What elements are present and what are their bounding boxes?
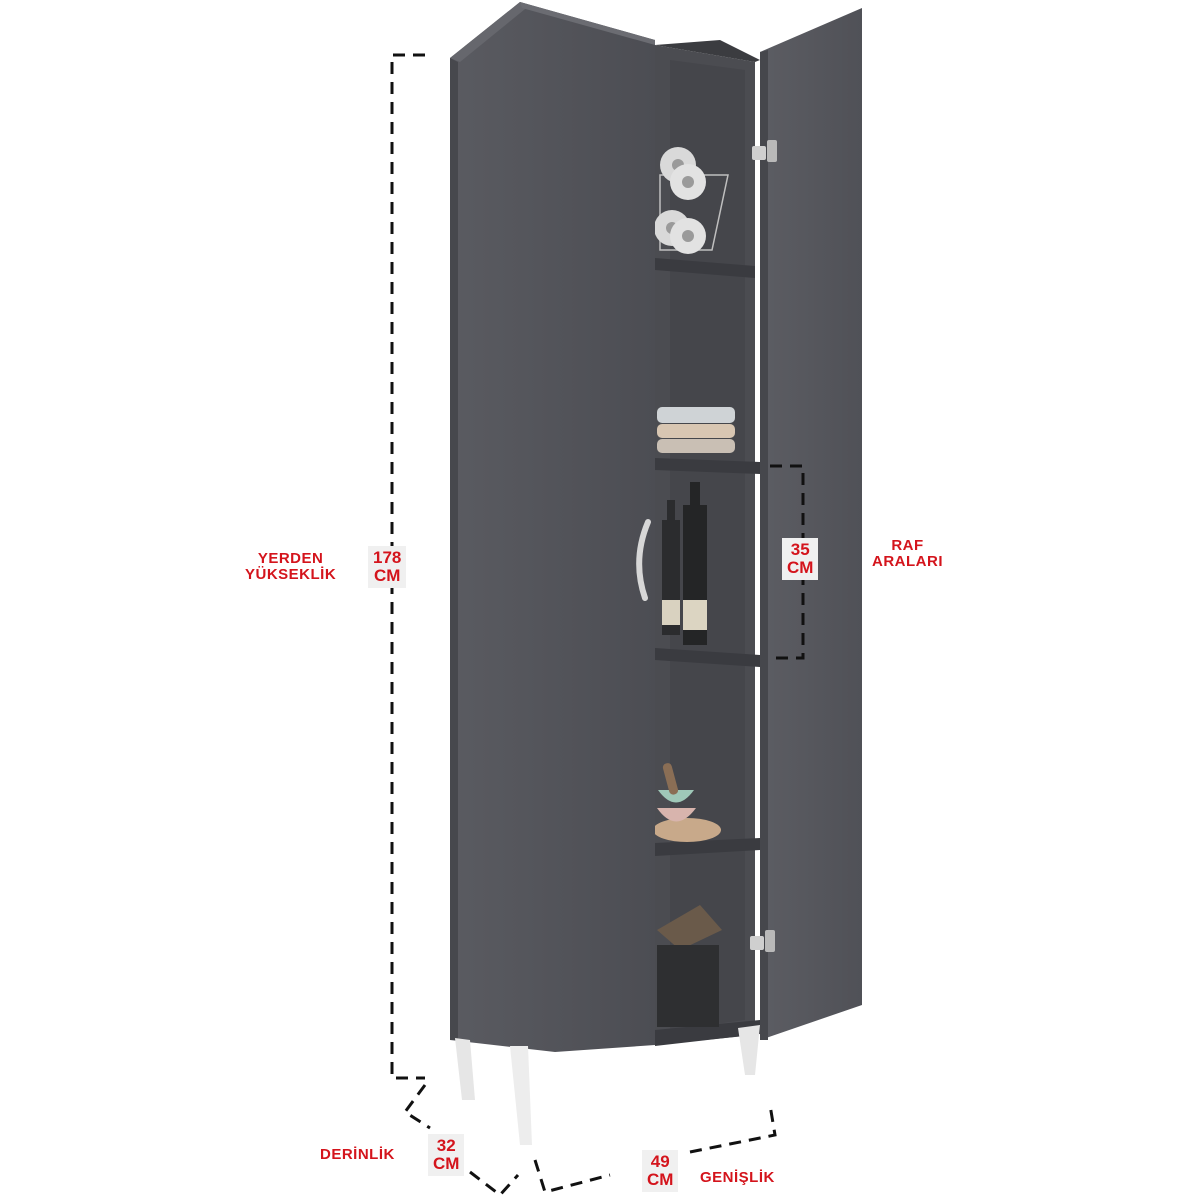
shelf-spacing-caption: RAF ARALARI	[872, 537, 943, 570]
shelf-spacing-value: 35 CM	[782, 538, 819, 580]
door-handle-icon	[636, 519, 651, 601]
depth-dimension-line	[402, 1084, 520, 1198]
cabinet-legs	[455, 1025, 760, 1145]
depth-caption: DERİNLİK	[320, 1146, 395, 1163]
cabinet-body	[450, 2, 655, 1052]
hinge-icon	[750, 930, 775, 952]
width-dimension-line	[533, 1104, 777, 1194]
open-door	[760, 8, 862, 1040]
storage-box	[657, 905, 722, 1027]
depth-value: 32 CM	[428, 1134, 465, 1176]
width-caption: GENİŞLİK	[700, 1169, 775, 1186]
bowls	[653, 763, 721, 842]
toilet-paper-basket	[654, 147, 729, 254]
bottles	[662, 482, 707, 645]
height-caption: YERDEN YÜKSEKLİK	[245, 550, 337, 583]
folded-towels	[657, 407, 735, 453]
width-value: 49 CM	[642, 1150, 679, 1192]
shelves	[655, 258, 760, 1046]
hinge-icon	[752, 140, 777, 162]
height-value: 178 CM	[368, 546, 407, 588]
